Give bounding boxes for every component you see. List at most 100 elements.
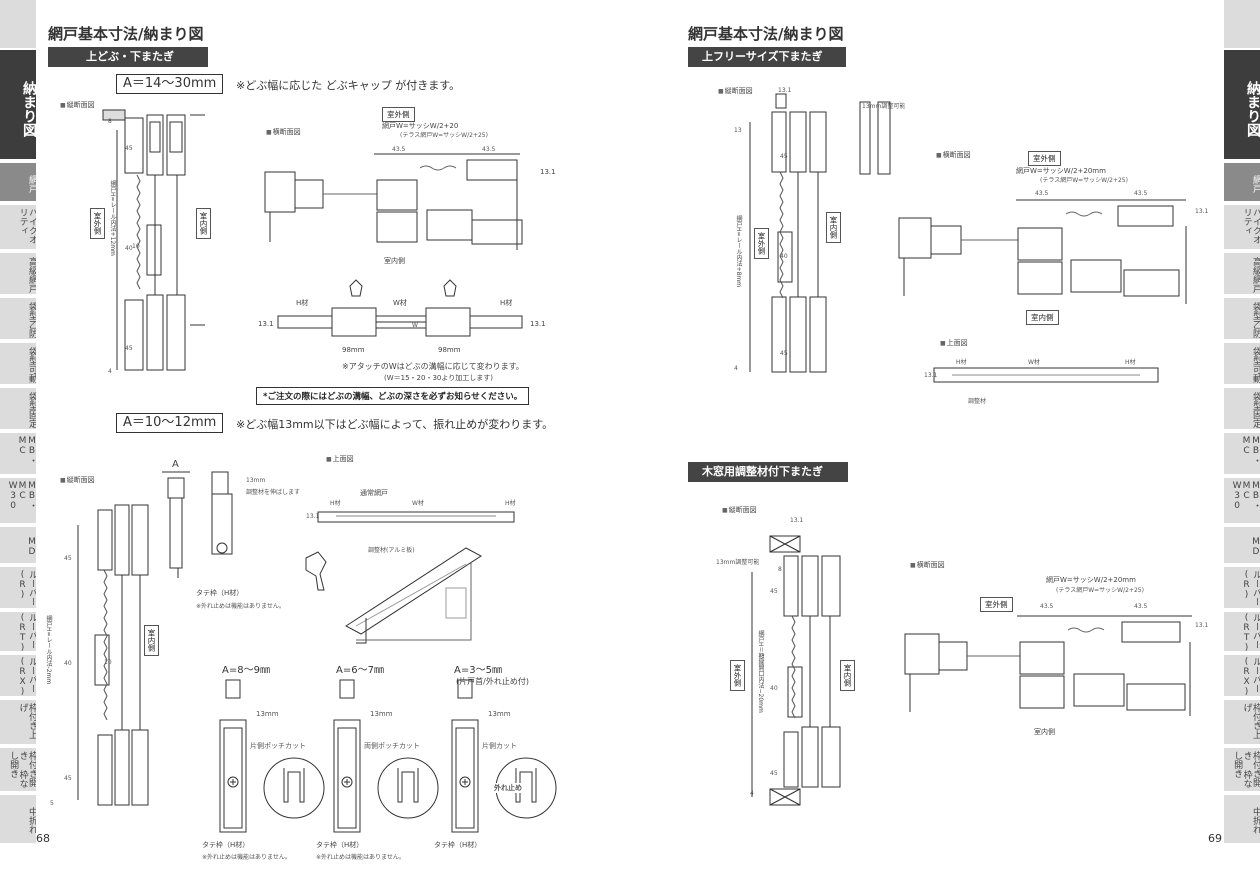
- page-title-right: 網戸基本寸法/納まり図: [688, 25, 844, 43]
- top2-w: W材: [412, 500, 424, 507]
- top-plan-drawing-2: [296, 508, 526, 648]
- horizontal-section-drawing-r1: [896, 196, 1196, 308]
- variant-note-0: ※外れ止めは機能はありません。: [202, 854, 291, 861]
- index-tab-14[interactable]: 枠付き開き 枠なし開き: [0, 748, 36, 791]
- index-tab-8[interactable]: MB・MC W30: [1224, 478, 1260, 523]
- adj-extend: 調整材を伸ばします: [246, 489, 301, 496]
- index-tab-3[interactable]: 高級網戸: [0, 253, 36, 294]
- index-tab-7[interactable]: MB・MC: [1224, 433, 1260, 474]
- top-plan-98-2: 98mm: [438, 346, 461, 354]
- index-tab-7[interactable]: MB・MC: [0, 433, 36, 474]
- index-tab-13[interactable]: 枠付き上げ: [0, 700, 36, 744]
- variant-dim-0: 13mm: [256, 710, 279, 718]
- variant-frame-0: タテ枠（H材）: [202, 841, 250, 849]
- top2-h1: H材: [330, 500, 341, 507]
- indoor-side-label-r2: 室内側: [1034, 728, 1055, 736]
- variant-cut-0: 片側ポッチカット: [250, 742, 306, 750]
- left-index-tabs: 納まり図網戸ハイクオリティ高級網戸袋型乙防袋型可動袋型固定 MB・MC MB・MC …: [0, 0, 36, 891]
- index-tab-5[interactable]: 袋型可動: [1224, 343, 1260, 384]
- dim-r-43-5b: 43.5: [1134, 190, 1148, 197]
- dim2-45-a: 45: [64, 555, 72, 562]
- variant-drawing-1: [330, 680, 440, 838]
- index-tab-9[interactable]: MD: [1224, 527, 1260, 563]
- adjust-note-r: 13mm調整可能: [862, 103, 906, 110]
- dim-4: 4: [108, 368, 112, 375]
- height-formula-r2: 網戸H＝額縁開口内法−20mm: [757, 630, 764, 713]
- index-tab-15[interactable]: 中折れ: [0, 795, 36, 843]
- index-tab-13[interactable]: 枠付き上げ: [1224, 700, 1260, 744]
- dim-r2-45a: 45: [770, 588, 778, 595]
- index-tab-2[interactable]: ハイクオリティ: [1224, 205, 1260, 249]
- index-tab-10[interactable]: ルーバー(R): [0, 567, 36, 608]
- index-tab-1[interactable]: 網戸: [0, 163, 36, 201]
- range-note-2: ※どぶ幅13mm以下はどぶ幅によって、振れ止めが変わります。: [236, 418, 554, 431]
- dim-13-1: 13.1: [540, 168, 556, 176]
- vertical-section-label-r2: 縦断面図: [722, 505, 757, 515]
- variant-frame-1: タテ枠（H材）: [316, 841, 364, 849]
- vertical-section-label-r: 縦断面図: [718, 86, 753, 96]
- index-tab-5[interactable]: 袋型可動: [0, 343, 36, 384]
- range-note-1: ※どぶ幅に応じた どぶキャップ が付きます。: [236, 79, 461, 92]
- section-band-2: 木窓用調整材付下またぎ: [688, 462, 848, 482]
- width-formula-terrace: (テラス網戸W=サッシW/2+25): [400, 132, 488, 139]
- section-band: 上どぶ・下またぎ: [48, 47, 208, 67]
- horizontal-section-label: 横断面図: [266, 127, 301, 137]
- range-label-1: A＝14〜30mm: [116, 74, 224, 94]
- index-tab-0[interactable]: 納まり図: [1224, 50, 1260, 159]
- index-tab-15[interactable]: 中折れ: [1224, 795, 1260, 843]
- section-band-1: 上フリーサイズ下またぎ: [688, 47, 846, 67]
- height-formula-2: 網戸H=レール内法-2mm: [45, 615, 52, 685]
- index-tab-14[interactable]: 枠付き開き 枠なし開き: [1224, 748, 1260, 791]
- index-tab-2[interactable]: ハイクオリティ: [0, 205, 36, 249]
- index-tab-6[interactable]: 袋型固定: [0, 388, 36, 429]
- dim-r-45a: 45: [780, 153, 788, 160]
- index-tab-0[interactable]: 納まり図: [0, 50, 36, 159]
- height-formula: 網戸H=レール内法+12mm: [109, 180, 116, 256]
- index-tab-11[interactable]: ルーバー(RT): [0, 612, 36, 651]
- top-plan-drawing-1: [276, 278, 526, 340]
- width-formula-r2: 網戸W=サッシW/2+20mm: [1046, 576, 1136, 584]
- vertical-section-label-2: 縦断面図: [60, 475, 95, 485]
- top-plan-h1: H材: [296, 299, 309, 307]
- dim-8: 8: [108, 118, 112, 125]
- index-tab-3[interactable]: 高級網戸: [1224, 253, 1260, 294]
- adj-13mm: 13mm: [246, 477, 266, 484]
- index-tab-11[interactable]: ルーバー(RT): [1224, 612, 1260, 651]
- top-dim-r: 13.1: [778, 87, 792, 94]
- variant-frame-2: タテ枠（H材）: [434, 841, 482, 849]
- dim-r-45b: 45: [780, 350, 788, 357]
- variant-dim-2: 13mm: [488, 710, 511, 718]
- outdoor-side-label-r2: 室外側: [980, 597, 1013, 612]
- dim-r-13: 13: [734, 127, 742, 134]
- index-tab-6[interactable]: 袋型固定: [1224, 388, 1260, 429]
- dim-r2-45b: 45: [770, 770, 778, 777]
- dim2-5: 5: [50, 800, 54, 807]
- dim-r2-4: 4: [750, 790, 754, 797]
- page-title: 網戸基本寸法/納まり図: [48, 25, 204, 43]
- index-tab-12[interactable]: ルーバー(RX): [1224, 655, 1260, 696]
- vertical-section-drawing-1: [95, 110, 225, 380]
- outdoor-side-vertical: 室外側: [90, 208, 105, 239]
- index-tab-10[interactable]: ルーバー(R): [1224, 567, 1260, 608]
- top-plan-98-1: 98mm: [342, 346, 365, 354]
- index-tab-8[interactable]: MB・MC W30: [0, 478, 36, 523]
- top-plan-w-mark: W: [412, 322, 418, 329]
- dim-10: 10: [132, 243, 140, 250]
- index-tab-12[interactable]: ルーバー(RX): [0, 655, 36, 696]
- horizontal-section-drawing-1: [262, 150, 542, 255]
- vertical-section-drawing-r2: [742, 532, 892, 807]
- indoor-side-vertical-r2: 室内側: [840, 660, 855, 691]
- no-stop-note: ※外れ止めは機能はありません。: [196, 603, 285, 610]
- width-formula-terrace-r: (テラス網戸W=サッシW/2+25): [1040, 177, 1128, 184]
- variant-dim-1: 13mm: [370, 710, 393, 718]
- index-tab-1[interactable]: 網戸: [1224, 163, 1260, 201]
- index-tab-4[interactable]: 袋型乙防: [0, 298, 36, 339]
- index-tab-9[interactable]: MD: [0, 527, 36, 563]
- width-formula: 網戸W=サッシW/2+20: [382, 122, 459, 130]
- indoor-side-vertical-2: 室内側: [144, 625, 159, 656]
- variant-range-0: A=8〜9㎜: [222, 665, 270, 676]
- top-plan-w: W材: [393, 299, 407, 307]
- index-tab-4[interactable]: 袋型乙防: [1224, 298, 1260, 339]
- variant-stop-label: 外れ止め: [494, 783, 522, 793]
- width-formula-r: 網戸W=サッシW/2+20mm: [1016, 167, 1106, 175]
